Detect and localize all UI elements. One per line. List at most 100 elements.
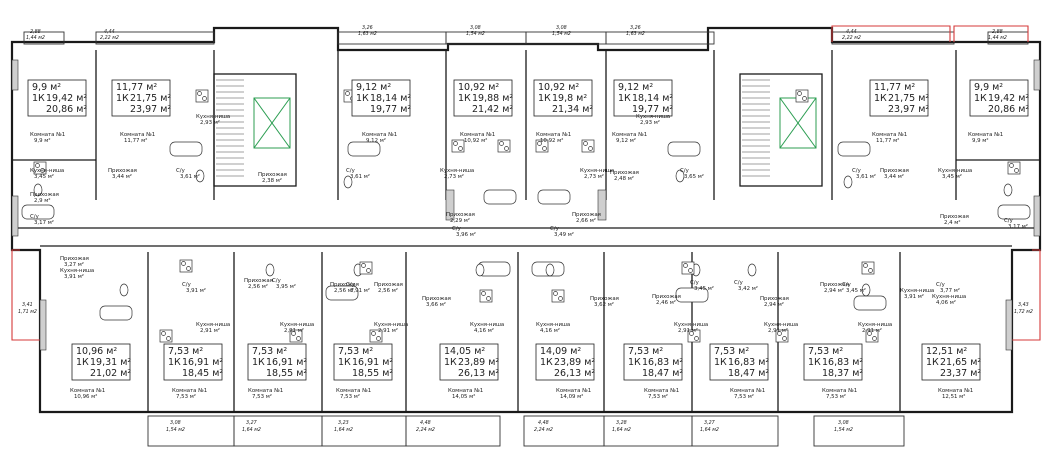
stove	[681, 261, 695, 275]
top-balcony-frame	[95, 31, 215, 45]
unit-type: 1К	[338, 357, 351, 368]
stove-burner	[777, 331, 782, 336]
toilet	[843, 175, 853, 189]
room-name: Прихожая	[258, 172, 287, 178]
room-area: 3,61 м²	[350, 173, 370, 180]
stove	[451, 139, 465, 153]
room-name: Комната №1	[248, 388, 283, 394]
balcony-area: 1,64 м2	[612, 427, 631, 433]
room-name: Кухня-ниша	[580, 168, 614, 174]
unit-living-area: 16,83 м²	[642, 357, 683, 368]
bathtub	[667, 141, 701, 157]
balcony-area: 1,72 м2	[1014, 309, 1033, 315]
balcony-area: 1,64 м2	[334, 427, 353, 433]
unit-living-area: 18,14 м²	[370, 93, 411, 104]
balcony-area: 2,24 м2	[534, 427, 553, 433]
toilet	[475, 263, 485, 277]
balcony-length: 3,26	[630, 25, 641, 31]
wall-hatch	[1033, 195, 1041, 237]
room-area: 2,91 м²	[378, 327, 398, 334]
room-label: С/у3,96 м²	[452, 226, 476, 238]
room-name: Кухня-ниша	[932, 294, 966, 300]
stove	[179, 259, 193, 273]
unit-area-box	[453, 79, 513, 117]
unit-area-box	[803, 343, 863, 381]
balcony-length: 2,88	[992, 29, 1003, 35]
stove	[195, 89, 209, 103]
unit-room-area: 14,09 м²	[540, 346, 581, 357]
room-label: С/у3,45 м²	[690, 280, 714, 292]
room-name: Кухня-ниша	[674, 322, 708, 328]
stove-burner	[537, 141, 542, 146]
wall-hatch	[597, 189, 607, 221]
unit-room-area: 9,12 м²	[618, 82, 653, 93]
room-area: 3,45 м²	[34, 173, 54, 180]
room-area: 3,91 м²	[186, 287, 206, 294]
room-area: 2,56 м²	[334, 287, 354, 294]
room-area: 11,77 м²	[124, 137, 147, 144]
stove	[479, 289, 493, 303]
room-name: Кухня-ниша	[536, 322, 570, 328]
unit-type: 1К	[714, 357, 727, 368]
unit-living-area: 19,31 м²	[90, 357, 131, 368]
room-name: Кухня-ниша	[280, 322, 314, 328]
stove-burner	[872, 336, 877, 341]
bottom-balcony-label: 3,231,64 м2	[334, 420, 353, 433]
room-area: 2,4 м²	[944, 219, 961, 226]
unit-area-box	[27, 79, 87, 117]
room-area: 7,53 м²	[340, 393, 360, 400]
stove-burner	[588, 146, 593, 151]
room-label: С/у3,42 м²	[734, 280, 758, 292]
top-balcony-label: 3,261,63 м2	[358, 25, 377, 37]
room-name: Комната №1	[172, 388, 207, 394]
room-area: 7,53 м²	[176, 393, 196, 400]
unit-type: 1К	[540, 357, 553, 368]
room-area: 2,56 м²	[378, 287, 398, 294]
unit-total-area: 18,55 м²	[266, 368, 307, 379]
toilet	[33, 183, 43, 197]
room-area: 2,48 м²	[614, 175, 634, 182]
unit-type: 1К	[252, 357, 265, 368]
unit-area-box	[439, 343, 499, 381]
stove-burner	[481, 291, 486, 296]
wall-hatch	[445, 189, 455, 221]
unit-living-area: 19,42 м²	[988, 93, 1029, 104]
room-name: Комната №1	[448, 388, 483, 394]
top-balcony-frame	[337, 31, 447, 45]
unit-living-area: 21,75 м²	[888, 93, 929, 104]
elevator-cross	[253, 97, 291, 149]
balcony-area: 1,63 м2	[358, 31, 377, 37]
stove-burner	[458, 146, 463, 151]
stove-burner	[694, 336, 699, 341]
unit-total-area: 18,37 м²	[822, 368, 863, 379]
stove-burner	[197, 91, 202, 96]
balcony-area: 2,24 м2	[416, 427, 435, 433]
toilet	[1003, 183, 1013, 197]
unit-total-area: 21,42 м²	[472, 104, 513, 115]
stair-core	[739, 73, 823, 187]
room-area: 3,91 м²	[904, 293, 924, 300]
room-area: 2,9 м²	[34, 197, 51, 204]
room-name: С/у	[852, 168, 862, 174]
wall-hatch	[1005, 299, 1013, 351]
unit-total-area: 18,55 м²	[352, 368, 393, 379]
room-label: С/у3,65 м²	[680, 168, 704, 180]
unit-type: 1К	[618, 93, 631, 104]
stove-burner	[867, 331, 872, 336]
unit-area-box	[247, 343, 307, 381]
toilet	[747, 263, 757, 277]
unit-type: 1К	[444, 357, 457, 368]
room-name: С/у	[30, 214, 40, 220]
